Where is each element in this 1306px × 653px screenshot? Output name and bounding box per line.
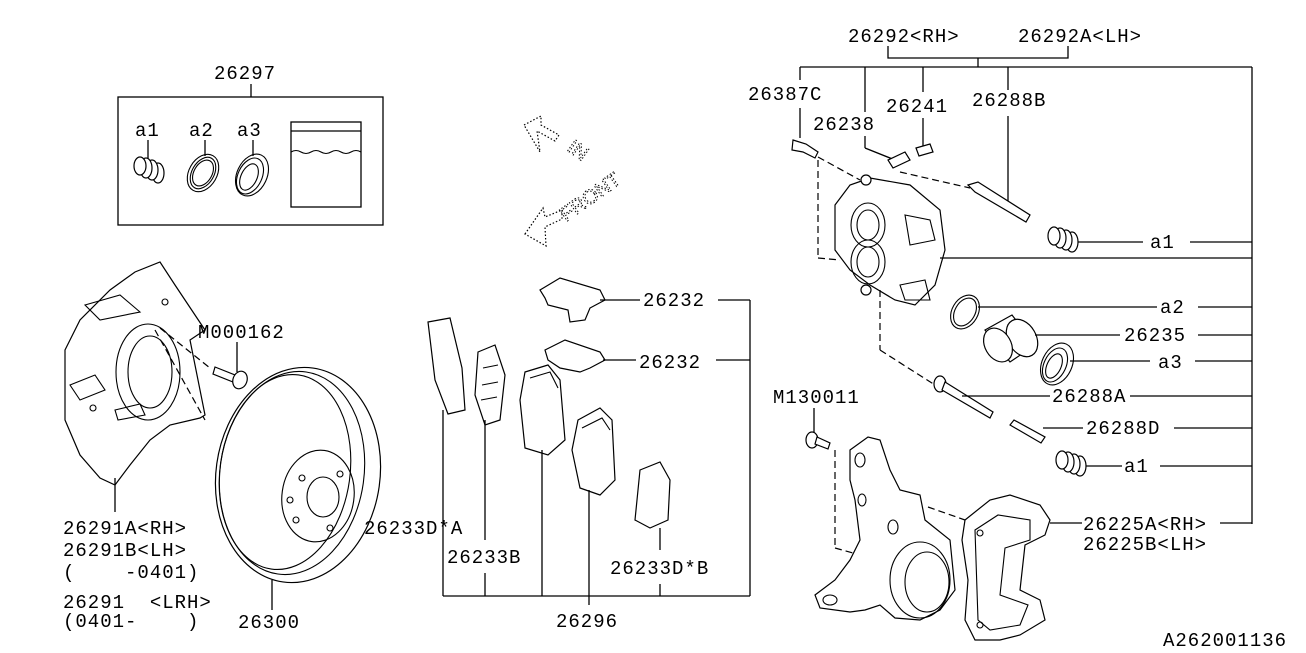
clip-top-icon [539, 277, 606, 323]
boot-a1-upper-icon [1047, 226, 1079, 253]
label-a3[interactable]: a3 [1158, 352, 1183, 374]
label-26233B[interactable]: 26233B [447, 547, 521, 569]
label-26288D[interactable]: 26288D [1086, 418, 1160, 440]
caliper-support-bracket [961, 494, 1051, 641]
label-a1-upper[interactable]: a1 [1150, 232, 1175, 254]
label-26233DA[interactable]: 26233D*A [364, 518, 463, 540]
label-26225A[interactable]: 26225A<RH> [1083, 514, 1207, 536]
shim-d-b-icon [634, 461, 671, 529]
shim-a-icon [427, 317, 466, 415]
label-a2[interactable]: a2 [1160, 297, 1185, 319]
arrow-front-icon [524, 206, 563, 248]
direction-in: IN [523, 115, 593, 166]
grease-pack-icon [290, 121, 362, 208]
label-26292-RH[interactable]: 26292<RH> [848, 26, 960, 48]
label-26300[interactable]: 26300 [238, 612, 300, 634]
label-26235[interactable]: 26235 [1124, 325, 1186, 347]
label-26297[interactable]: 26297 [214, 63, 276, 85]
label-M130011[interactable]: M130011 [773, 387, 860, 409]
steering-knuckle [814, 436, 956, 621]
shim-b-icon [474, 344, 506, 426]
seal-a3-icon [1039, 342, 1075, 386]
kit-26297: 26297 a1 a2 a3 [117, 63, 384, 226]
boot-icon [133, 156, 165, 184]
dust-cover [64, 261, 211, 512]
kit-item-a2[interactable]: a2 [189, 120, 214, 142]
kit-item-a1[interactable]: a1 [135, 120, 160, 142]
dust-seal-icon [234, 153, 270, 197]
label-front: FRONT [556, 169, 625, 227]
piston-icon [982, 314, 1039, 363]
brake-rotor [214, 366, 382, 610]
diagram-reference-code: A262001136 [1163, 630, 1287, 652]
seal-a2-icon [950, 294, 980, 330]
label-26225B[interactable]: 26225B<LH> [1083, 534, 1207, 556]
clip-bottom-icon [544, 339, 606, 373]
sleeve-26288D-icon [1009, 419, 1046, 444]
label-26291-range-old: ( -0401) [63, 562, 199, 584]
kit-item-a3[interactable]: a3 [237, 120, 262, 142]
caliper-body [834, 174, 946, 306]
brake-pad-inner-icon [519, 364, 566, 456]
brake-pad-outer-icon [571, 407, 616, 496]
pad-set [427, 277, 671, 529]
label-26232-bottom[interactable]: 26232 [639, 352, 701, 374]
arrow-in-icon [523, 115, 560, 153]
kit-box [117, 96, 384, 226]
label-26291B[interactable]: 26291B<LH> [63, 540, 187, 562]
guide-pin-lower-icon [933, 375, 994, 419]
label-in: IN [563, 136, 592, 165]
label-26292A-LH[interactable]: 26292A<LH> [1018, 26, 1142, 48]
label-M000162[interactable]: M000162 [198, 322, 285, 344]
label-26291-range-new: (0401- ) [63, 611, 199, 633]
direction-front: FRONT [524, 168, 626, 248]
label-26233DB[interactable]: 26233D*B [610, 558, 709, 580]
label-26296[interactable]: 26296 [556, 611, 618, 633]
label-26238[interactable]: 26238 [813, 114, 875, 136]
label-26288A[interactable]: 26288A [1052, 386, 1126, 408]
bolt-M130011-icon [805, 431, 831, 450]
label-26387C[interactable]: 26387C [748, 84, 822, 106]
seal-ring-icon [186, 153, 220, 193]
label-26288B[interactable]: 26288B [972, 90, 1046, 112]
label-26291[interactable]: 26291 <LRH> [63, 592, 212, 614]
label-a1-lower[interactable]: a1 [1124, 456, 1149, 478]
label-26232-top[interactable]: 26232 [643, 290, 705, 312]
bleeder-screw-icon [791, 139, 934, 169]
bolt-M000162-icon [212, 366, 248, 390]
guide-pin-upper-icon [966, 181, 1031, 223]
label-26241[interactable]: 26241 [886, 96, 948, 118]
label-26291A[interactable]: 26291A<RH> [63, 518, 187, 540]
boot-a1-lower-icon [1055, 450, 1087, 477]
